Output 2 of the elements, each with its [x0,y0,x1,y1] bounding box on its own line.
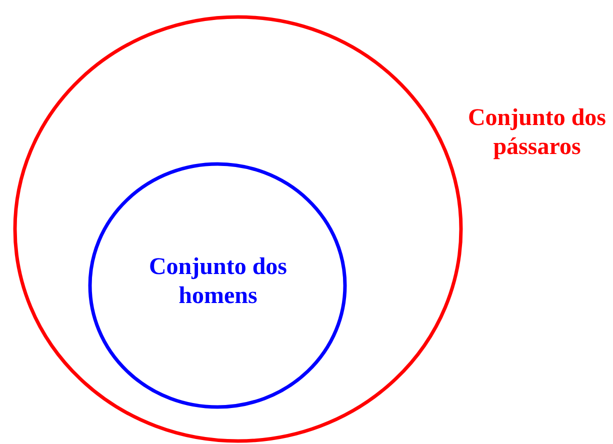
set-label: Conjunto dos homens [148,253,288,311]
set-label: Conjunto dos pássaros [466,104,608,162]
